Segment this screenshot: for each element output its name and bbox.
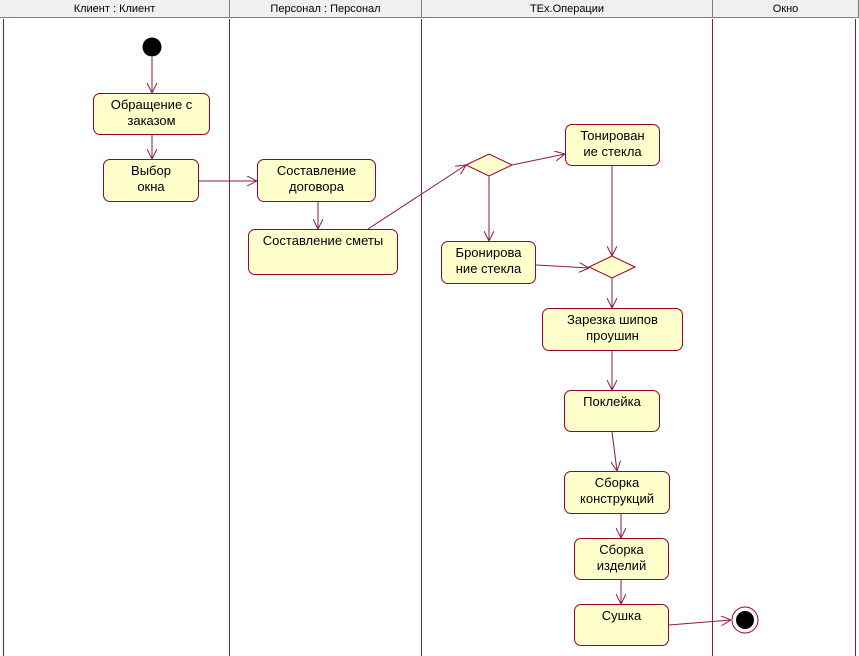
flow-armor-merge [535, 265, 589, 268]
lane-border-ops-window [712, 19, 713, 656]
flow-estimate-decision [367, 165, 466, 230]
activity-assembly-prod-line-2: изделий [596, 558, 647, 573]
lane-border-right [855, 19, 856, 656]
activity-contract-line-1: Составление [276, 163, 357, 178]
activity-contract-line-2: договора [289, 179, 344, 194]
activity-assembly-struct-line-1: Сборка [594, 475, 640, 490]
final-node-inner [736, 611, 754, 629]
activity-cut-line-1: Зарезка шипов [567, 312, 658, 327]
merge-node[interactable] [587, 255, 637, 279]
initial-node[interactable] [142, 37, 162, 57]
activity-armor-line-1: Бронирова [455, 245, 522, 260]
activity-tint-line-1: Тонирован [580, 128, 645, 143]
activity-order[interactable]: Обращение с заказом [93, 93, 210, 135]
activity-estimate-line-1: Составление сметы [262, 233, 384, 248]
activity-armor[interactable]: Бронирова ние стекла [441, 241, 536, 284]
activity-order-line-1: Обращение с [110, 97, 193, 112]
flow-dry-end [668, 620, 731, 625]
activity-assembly-struct-line-2: конструкций [580, 491, 654, 506]
activity-assembly-struct[interactable]: Сборка конструкций [564, 471, 670, 514]
activity-cut[interactable]: Зарезка шипов проушин [542, 308, 683, 351]
activity-armor-line-2: ние стекла [455, 261, 522, 276]
activity-order-line-2: заказом [127, 113, 176, 128]
activity-dry-line-1: Сушка [601, 608, 642, 623]
lane-header-client[interactable]: Клиент : Клиент [0, 0, 230, 18]
lane-header-ops[interactable]: TEx.Операции [422, 0, 713, 18]
activity-assembly-prod[interactable]: Сборка изделий [574, 538, 669, 580]
lane-border-client-staff [229, 19, 230, 656]
lane-border-left [3, 19, 4, 656]
activity-glue[interactable]: Поклейка [564, 390, 660, 432]
lane-border-staff-ops [421, 19, 422, 656]
activity-dry[interactable]: Сушка [574, 604, 669, 646]
activity-contract[interactable]: Составление договора [257, 159, 376, 202]
activity-cut-line-2: проушин [586, 328, 639, 343]
activity-estimate[interactable]: Составление сметы [248, 229, 398, 275]
flow-decision-tint [511, 154, 565, 166]
activity-tint[interactable]: Тонирован ие стекла [565, 124, 660, 166]
activity-assembly-prod-line-1: Сборка [599, 542, 644, 557]
decision-node[interactable] [464, 153, 514, 177]
flow-glue-assembly-struct [612, 431, 617, 471]
activity-choose-line-2: окна [137, 179, 165, 194]
lane-header-staff[interactable]: Персонал : Персонал [230, 0, 422, 18]
activity-glue-line-1: Поклейка [583, 394, 641, 409]
activity-choose[interactable]: Выбор окна [103, 159, 199, 202]
activity-tint-line-2: ие стекла [583, 144, 642, 159]
activity-choose-line-1: Выбор [131, 163, 171, 178]
